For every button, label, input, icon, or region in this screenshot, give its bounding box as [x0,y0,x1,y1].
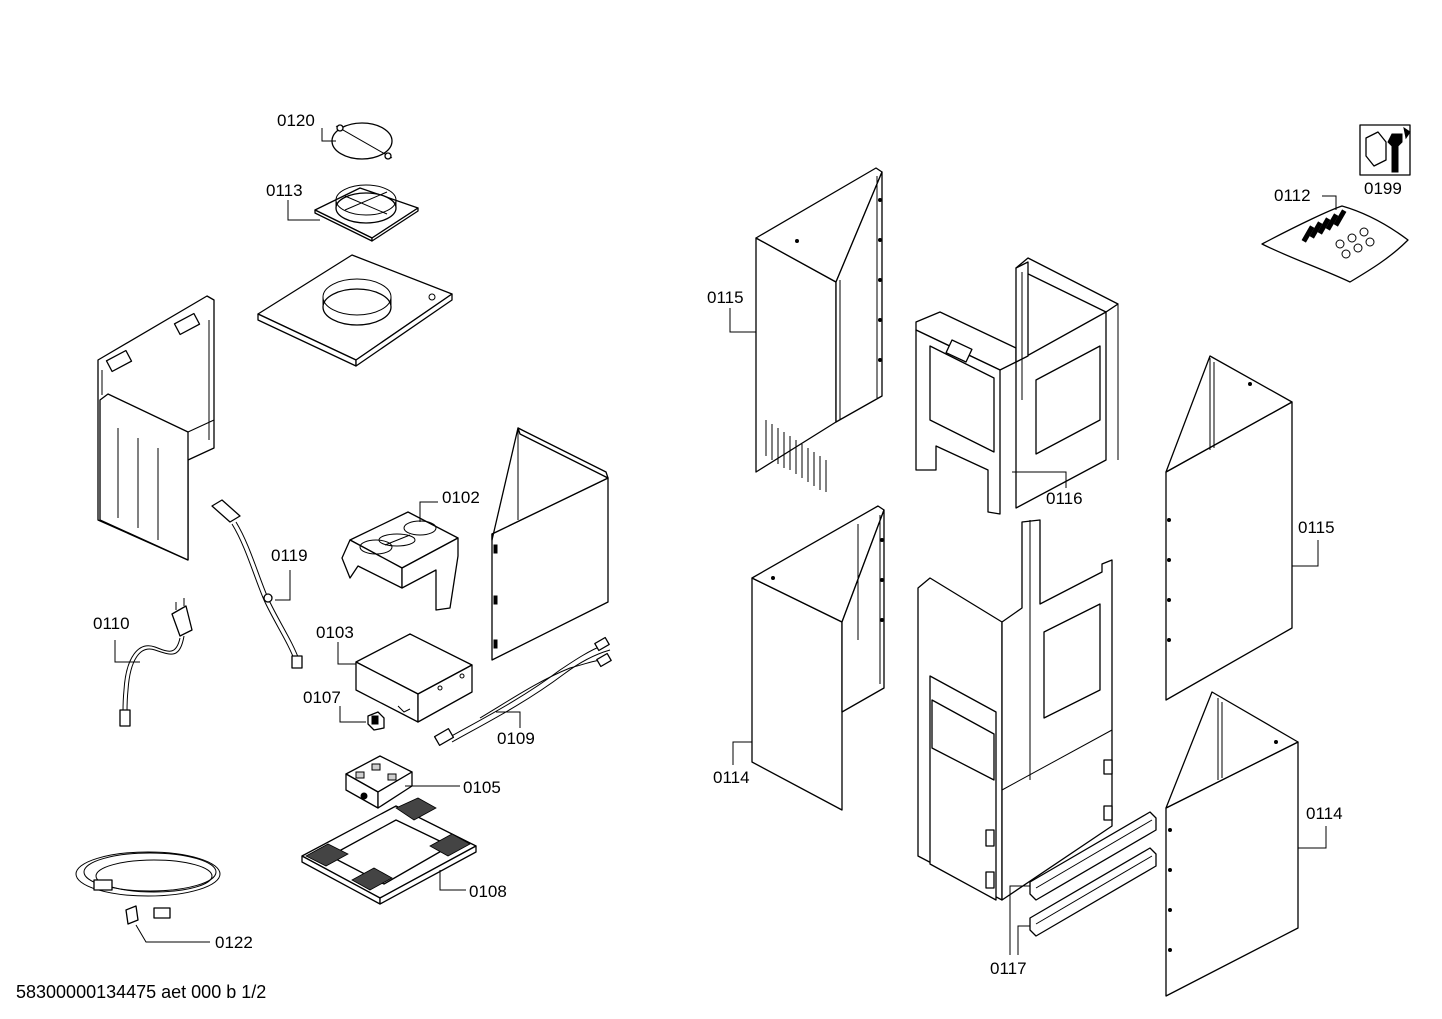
leader-0119 [275,570,291,601]
part-lower-frame [917,519,1113,901]
leader-0109 [496,711,521,728]
part-0103-electronic-box [355,633,473,723]
document-code: 58300000134475 aet 000 b 1/2 [16,982,266,1002]
label-0115-left: 0115 [707,288,744,307]
label-0117: 0117 [990,959,1027,978]
label-0115-right: 0115 [1298,518,1335,537]
part-0114-right-panel [1165,691,1299,997]
part-0116-upper-frame [915,257,1119,515]
leader-0114-left [732,741,752,765]
label-0108: 0108 [469,882,507,901]
leader-0102 [419,501,438,522]
leader-0115-left [729,308,756,333]
label-0112: 0112 [1274,186,1311,205]
label-0114-left: 0114 [713,768,750,787]
screws [1301,209,1375,259]
part-0120-disc [331,122,393,160]
label-0199: 0199 [1364,179,1402,198]
leader-0113 [287,200,320,221]
label-0114-right: 0114 [1306,804,1343,823]
leader-0115-right [1292,540,1319,567]
label-0102: 0102 [442,488,480,507]
part-0105-pcb [345,755,413,809]
label-0116: 0116 [1046,489,1083,508]
part-back-wall-assembly [97,295,215,561]
label-0105: 0105 [463,778,501,797]
part-0115-left-panel [755,167,883,492]
leader-0117b [1017,925,1030,955]
part-0122-cable-bundle [75,851,221,925]
leader-0110 [114,640,140,663]
ventilation-grille [765,420,827,492]
label-0107: 0107 [303,688,341,707]
part-0108-grid-tray [301,797,477,905]
label-0120: 0120 [277,111,315,130]
part-0115-right-panel [1165,355,1293,701]
part-0112-screw-bag [1261,205,1409,283]
part-0119-cable [211,499,303,669]
part-0102-bracket [341,511,459,611]
label-0122: 0122 [215,933,253,952]
leader-0112 [1322,195,1337,210]
label-0119: 0119 [271,546,308,565]
leader-0114-right [1298,826,1327,849]
part-side-panel-left-group [491,427,609,661]
part-0199-tool-icon [1359,124,1411,176]
label-0110: 0110 [93,614,130,633]
leader-0107 [339,706,366,723]
part-0110-power-cord [119,598,193,727]
label-0109: 0109 [497,729,535,748]
label-0103: 0103 [316,623,354,642]
part-0107-clip [367,711,385,731]
leader-0108 [439,870,466,891]
part-0114-left-panel [751,505,885,811]
leader-0117 [1009,885,1030,955]
leader-0122 [135,924,210,943]
leader-0103 [337,642,356,665]
part-0113-flange-plate [314,184,419,242]
part-top-cover-plate [257,254,453,367]
label-0113: 0113 [266,181,303,200]
part-0109-wiring-harness [433,636,612,746]
leader-0120 [321,128,336,142]
part-0117-rails [1029,811,1157,937]
leader-0116 [1012,471,1067,488]
